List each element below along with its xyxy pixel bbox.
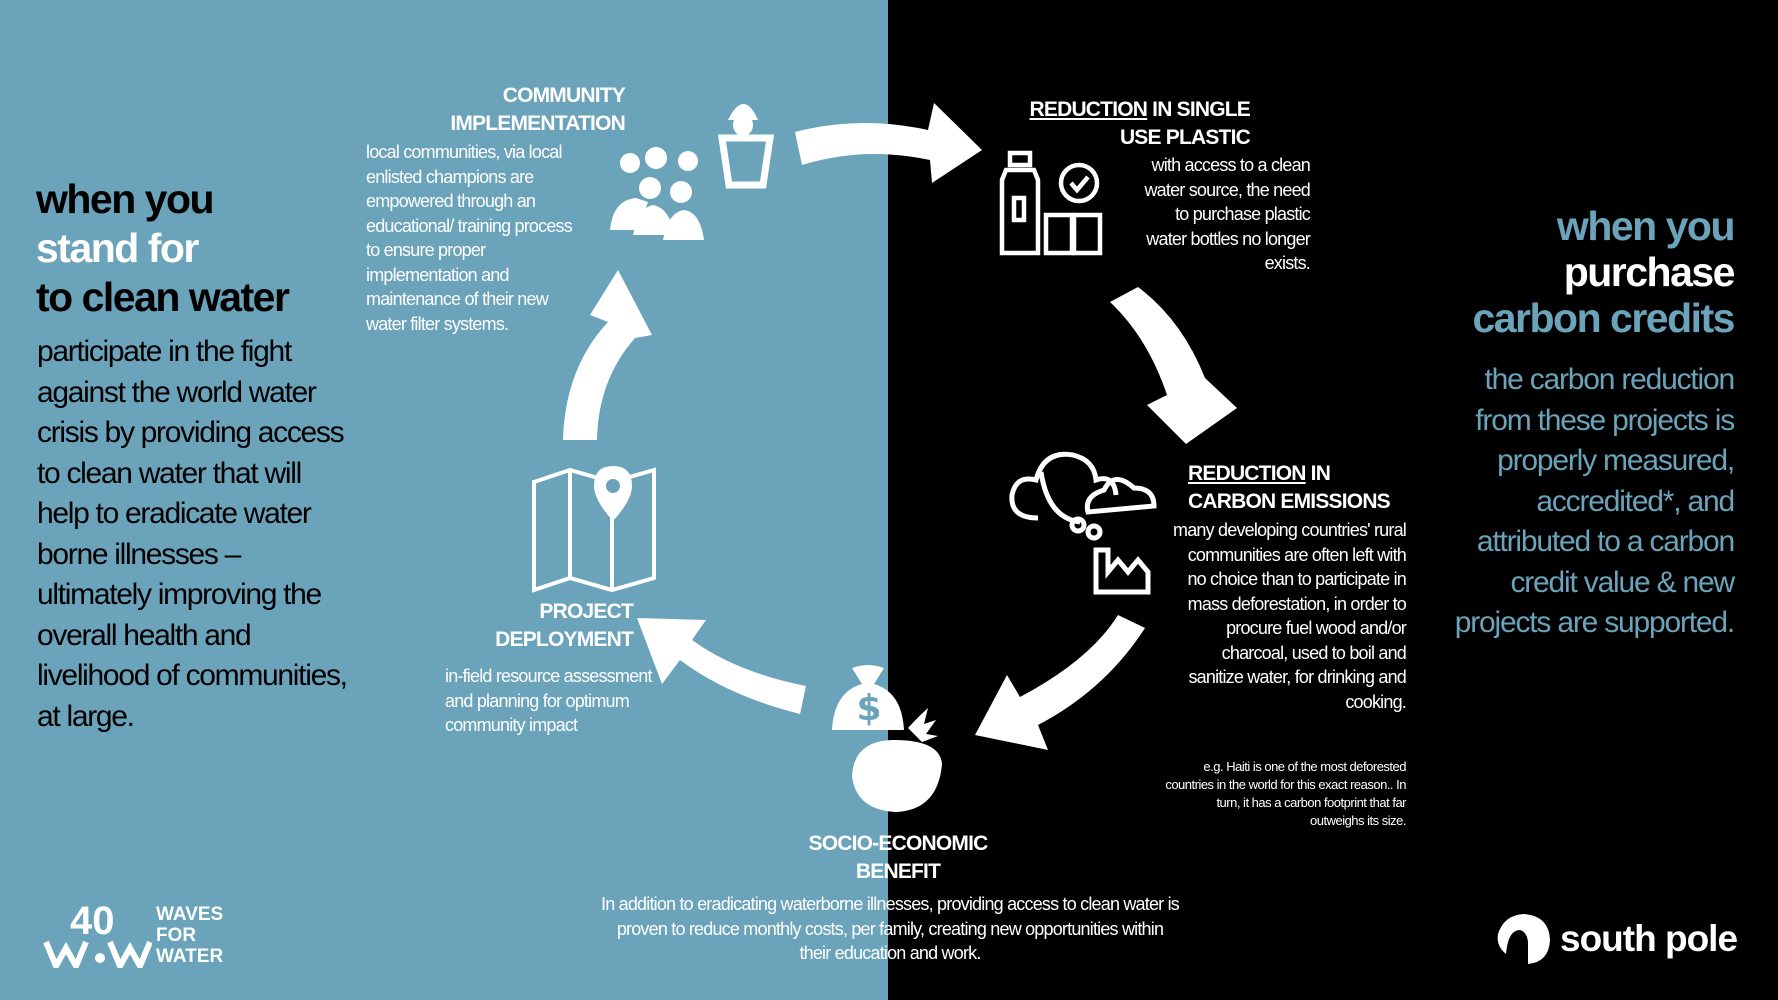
waves-for-water-logo: 40 xyxy=(43,900,152,968)
south-pole-logo-icon xyxy=(1497,914,1550,964)
plastic-title-line1: REDUCTION IN SINGLE xyxy=(990,96,1251,124)
arrow-bottom-left xyxy=(637,618,806,714)
bottle-glasses-icon xyxy=(999,150,1103,256)
socio-title-line1: SOCIO-ECONOMIC xyxy=(808,832,989,855)
waves-logo-mark: 40 xyxy=(70,900,115,943)
socio-body: In addition to eradicating waterborne il… xyxy=(601,894,1180,963)
right-heading-line3: carbon credits xyxy=(1472,295,1735,341)
arrow-top xyxy=(795,103,982,183)
carbon-note: e.g. Haiti is one of the most deforested… xyxy=(1165,759,1406,828)
carbon-title-rest: IN xyxy=(1305,462,1331,485)
project-body: in-field resource assessment and plannin… xyxy=(445,666,653,735)
carbon-title-line1: REDUCTION IN xyxy=(1188,460,1406,488)
plastic-title-underlined: REDUCTION xyxy=(1029,98,1148,121)
right-heading: when you purchase carbon credits xyxy=(1472,203,1736,341)
arrow-bottom-right xyxy=(975,615,1145,750)
south-pole-logo-text: south pole xyxy=(1560,918,1738,959)
cloud-factory-icon xyxy=(1009,451,1157,595)
waves-line3: WATER xyxy=(156,946,224,967)
left-heading-line3: to clean water xyxy=(36,274,290,320)
community-title-line1: COMMUNITY xyxy=(502,84,626,107)
right-heading-line2: purchase xyxy=(1563,249,1736,295)
plastic-title-line2: USE PLASTIC xyxy=(1119,126,1251,149)
community-icon xyxy=(610,104,775,240)
carbon-body: many developing countries' rural communi… xyxy=(1173,520,1407,712)
carbon-title: REDUCTION IN CARBON EMISSIONS xyxy=(1188,460,1406,516)
socio-title: SOCIO-ECONOMIC BENEFIT xyxy=(760,830,1036,886)
community-title-line2: IMPLEMENTATION xyxy=(450,112,625,135)
left-background xyxy=(0,0,888,1000)
right-heading-line1: when you xyxy=(1556,203,1736,249)
project-title-line1: PROJECT xyxy=(539,600,633,623)
svg-text:$: $ xyxy=(856,688,881,729)
right-body: the carbon reduction from these projects… xyxy=(1454,363,1735,639)
left-heading-line1: when you xyxy=(36,176,215,222)
project-title: PROJECT DEPLOYMENT xyxy=(466,598,634,654)
left-body: participate in the fight against the wor… xyxy=(37,335,348,733)
plastic-title-rest: IN SINGLE xyxy=(1147,98,1251,121)
arrow-left xyxy=(563,270,652,440)
socio-title-line2: BENEFIT xyxy=(855,860,941,883)
community-title: COMMUNITY IMPLEMENTATION xyxy=(360,82,625,138)
carbon-title-line2: CARBON EMISSIONS xyxy=(1188,490,1391,513)
plastic-body: with access to a clean water source, the… xyxy=(1144,155,1310,273)
project-title-line2: DEPLOYMENT xyxy=(495,628,634,651)
waves-for-water-text: WAVES FOR WATER xyxy=(156,904,223,967)
map-pin-icon xyxy=(532,466,656,593)
money-bowl-icon: $ xyxy=(832,665,942,812)
left-heading-line2: stand for xyxy=(36,225,199,271)
waves-line2: FOR xyxy=(156,925,197,946)
plastic-title: REDUCTION IN SINGLE USE PLASTIC xyxy=(990,96,1251,152)
arrow-right xyxy=(1110,287,1237,444)
waves-line1: WAVES xyxy=(156,904,224,925)
left-heading: when you stand for to clean water xyxy=(36,175,290,322)
community-body: local communities, via local enlisted ch… xyxy=(366,142,573,334)
right-background xyxy=(888,0,1778,1000)
carbon-title-underlined: REDUCTION xyxy=(1188,462,1306,485)
